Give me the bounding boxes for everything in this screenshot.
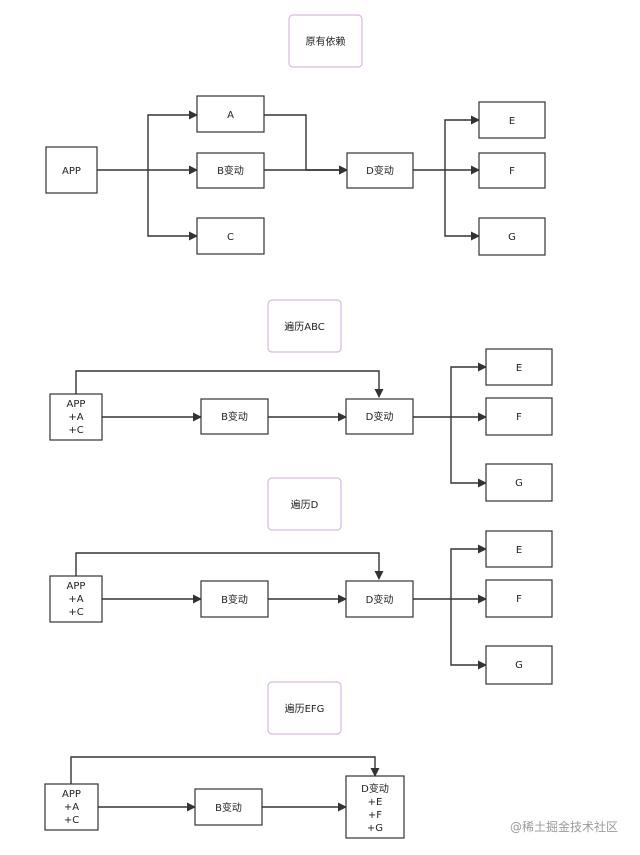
node-label: +C <box>68 425 83 436</box>
node-b: B变动 <box>196 152 265 189</box>
node-label: G <box>515 478 523 489</box>
section-title: 遍历EFG <box>285 702 325 715</box>
edge-app-to-a <box>147 110 198 170</box>
node-label: +C <box>64 815 79 826</box>
node-label: APP <box>62 789 81 800</box>
node-g: G <box>478 217 546 256</box>
node-c: C <box>196 217 265 255</box>
node-label: C <box>227 232 234 243</box>
node-d: D变动 <box>346 152 414 189</box>
node-e: E <box>485 348 553 386</box>
node-label: F <box>509 166 515 177</box>
section-title-box <box>267 299 342 353</box>
node-b: B变动 <box>200 580 269 618</box>
section-title-box <box>267 681 342 735</box>
node-label: D变动 <box>361 782 389 795</box>
node-label: +C <box>68 607 83 618</box>
section-title: 原有依赖 <box>306 35 346 48</box>
node-label: E <box>516 545 522 556</box>
edge-d-to-e <box>444 115 480 170</box>
node-label: B变动 <box>217 164 244 177</box>
node-app: APP +A +C <box>44 783 99 831</box>
edge-d-to-e <box>450 544 487 599</box>
section-title: 遍历D <box>291 498 319 511</box>
node-label: D变动 <box>366 410 394 423</box>
edge-d-to-g <box>450 417 487 488</box>
node-label: +F <box>368 810 382 821</box>
node-label: D变动 <box>366 593 394 606</box>
node-label: B变动 <box>221 410 248 423</box>
node-label: F <box>516 412 522 423</box>
node-label: E <box>516 363 522 374</box>
node-label: B变动 <box>215 801 242 814</box>
node-d: D变动 +E +F +G <box>345 775 405 839</box>
node-app: APP +A +C <box>49 393 103 441</box>
node-label: F <box>516 594 522 605</box>
section-title: 遍历ABC <box>284 320 325 333</box>
node-label: A <box>227 110 234 121</box>
node-g: G <box>485 463 553 502</box>
node-label: APP <box>67 581 86 592</box>
edge-app-to-d-bypass <box>70 756 380 784</box>
node-f: F <box>478 152 546 189</box>
node-b: B变动 <box>194 788 263 826</box>
node-label: G <box>515 660 523 671</box>
edge-a-to-d <box>264 114 348 175</box>
node-label: G <box>508 232 516 243</box>
edge-d-to-g <box>444 170 480 241</box>
node-d: D变动 <box>345 580 414 618</box>
section-title-box <box>267 477 342 531</box>
node-label: APP <box>62 166 81 177</box>
node-g: G <box>485 645 553 685</box>
section-traverse-abc: 遍历ABC APP +A +C B变动 D变动 E F <box>49 299 553 502</box>
edge-app-to-c <box>147 170 198 241</box>
edge-d-to-e <box>450 362 487 417</box>
edge-app-to-d-bypass <box>75 370 384 398</box>
section-original-dependencies: 原有依赖 APP A B变动 C D变动 <box>45 14 546 256</box>
node-app: APP +A +C <box>49 575 103 623</box>
node-label: +A <box>68 412 83 423</box>
node-b: B变动 <box>200 398 269 435</box>
node-label: +E <box>368 797 383 808</box>
node-label: +A <box>68 594 83 605</box>
watermark: @稀土掘金技术社区 <box>510 819 618 834</box>
node-a: A <box>196 95 265 133</box>
node-label: +G <box>367 823 383 834</box>
node-d: D变动 <box>345 398 414 435</box>
section-traverse-efg: 遍历EFG APP +A +C B变动 D变动 +E +F +G <box>44 681 405 839</box>
node-f: F <box>485 579 553 618</box>
section-traverse-d: 遍历D APP +A +C B变动 D变动 E F <box>49 477 553 685</box>
node-label: +A <box>64 802 79 813</box>
section-title-box <box>288 14 363 68</box>
node-label: D变动 <box>366 164 394 177</box>
node-f: F <box>485 397 553 436</box>
node-label: APP <box>67 399 86 410</box>
node-e: E <box>478 101 546 139</box>
node-label: E <box>509 116 515 127</box>
edge-app-to-d-bypass <box>75 552 384 580</box>
node-label: B变动 <box>221 593 248 606</box>
edge-d-to-g <box>450 599 487 670</box>
node-app: APP <box>45 146 98 194</box>
node-e: E <box>485 530 553 568</box>
